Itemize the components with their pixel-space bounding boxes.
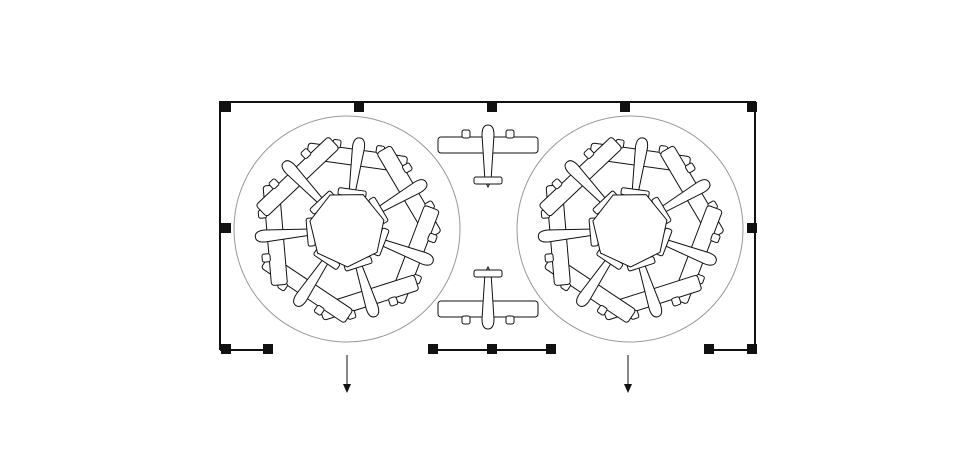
structural-columns [221,102,757,354]
column [263,344,273,354]
column [546,344,556,354]
column [487,344,497,354]
aircraft [437,266,539,330]
rotating-platform [516,115,744,343]
column [428,344,438,354]
exit-arrow [343,355,351,393]
column [354,102,364,112]
column [620,102,630,112]
column [487,102,497,112]
column [221,102,231,112]
exit-arrow [624,355,632,393]
column [221,223,231,233]
column [221,344,231,354]
platform-hub [592,194,668,268]
column [747,344,757,354]
column [747,102,757,112]
aircraft [437,124,539,188]
column [704,344,714,354]
column [747,223,757,233]
rotating-platform [233,115,461,343]
platform-hub [309,194,385,268]
